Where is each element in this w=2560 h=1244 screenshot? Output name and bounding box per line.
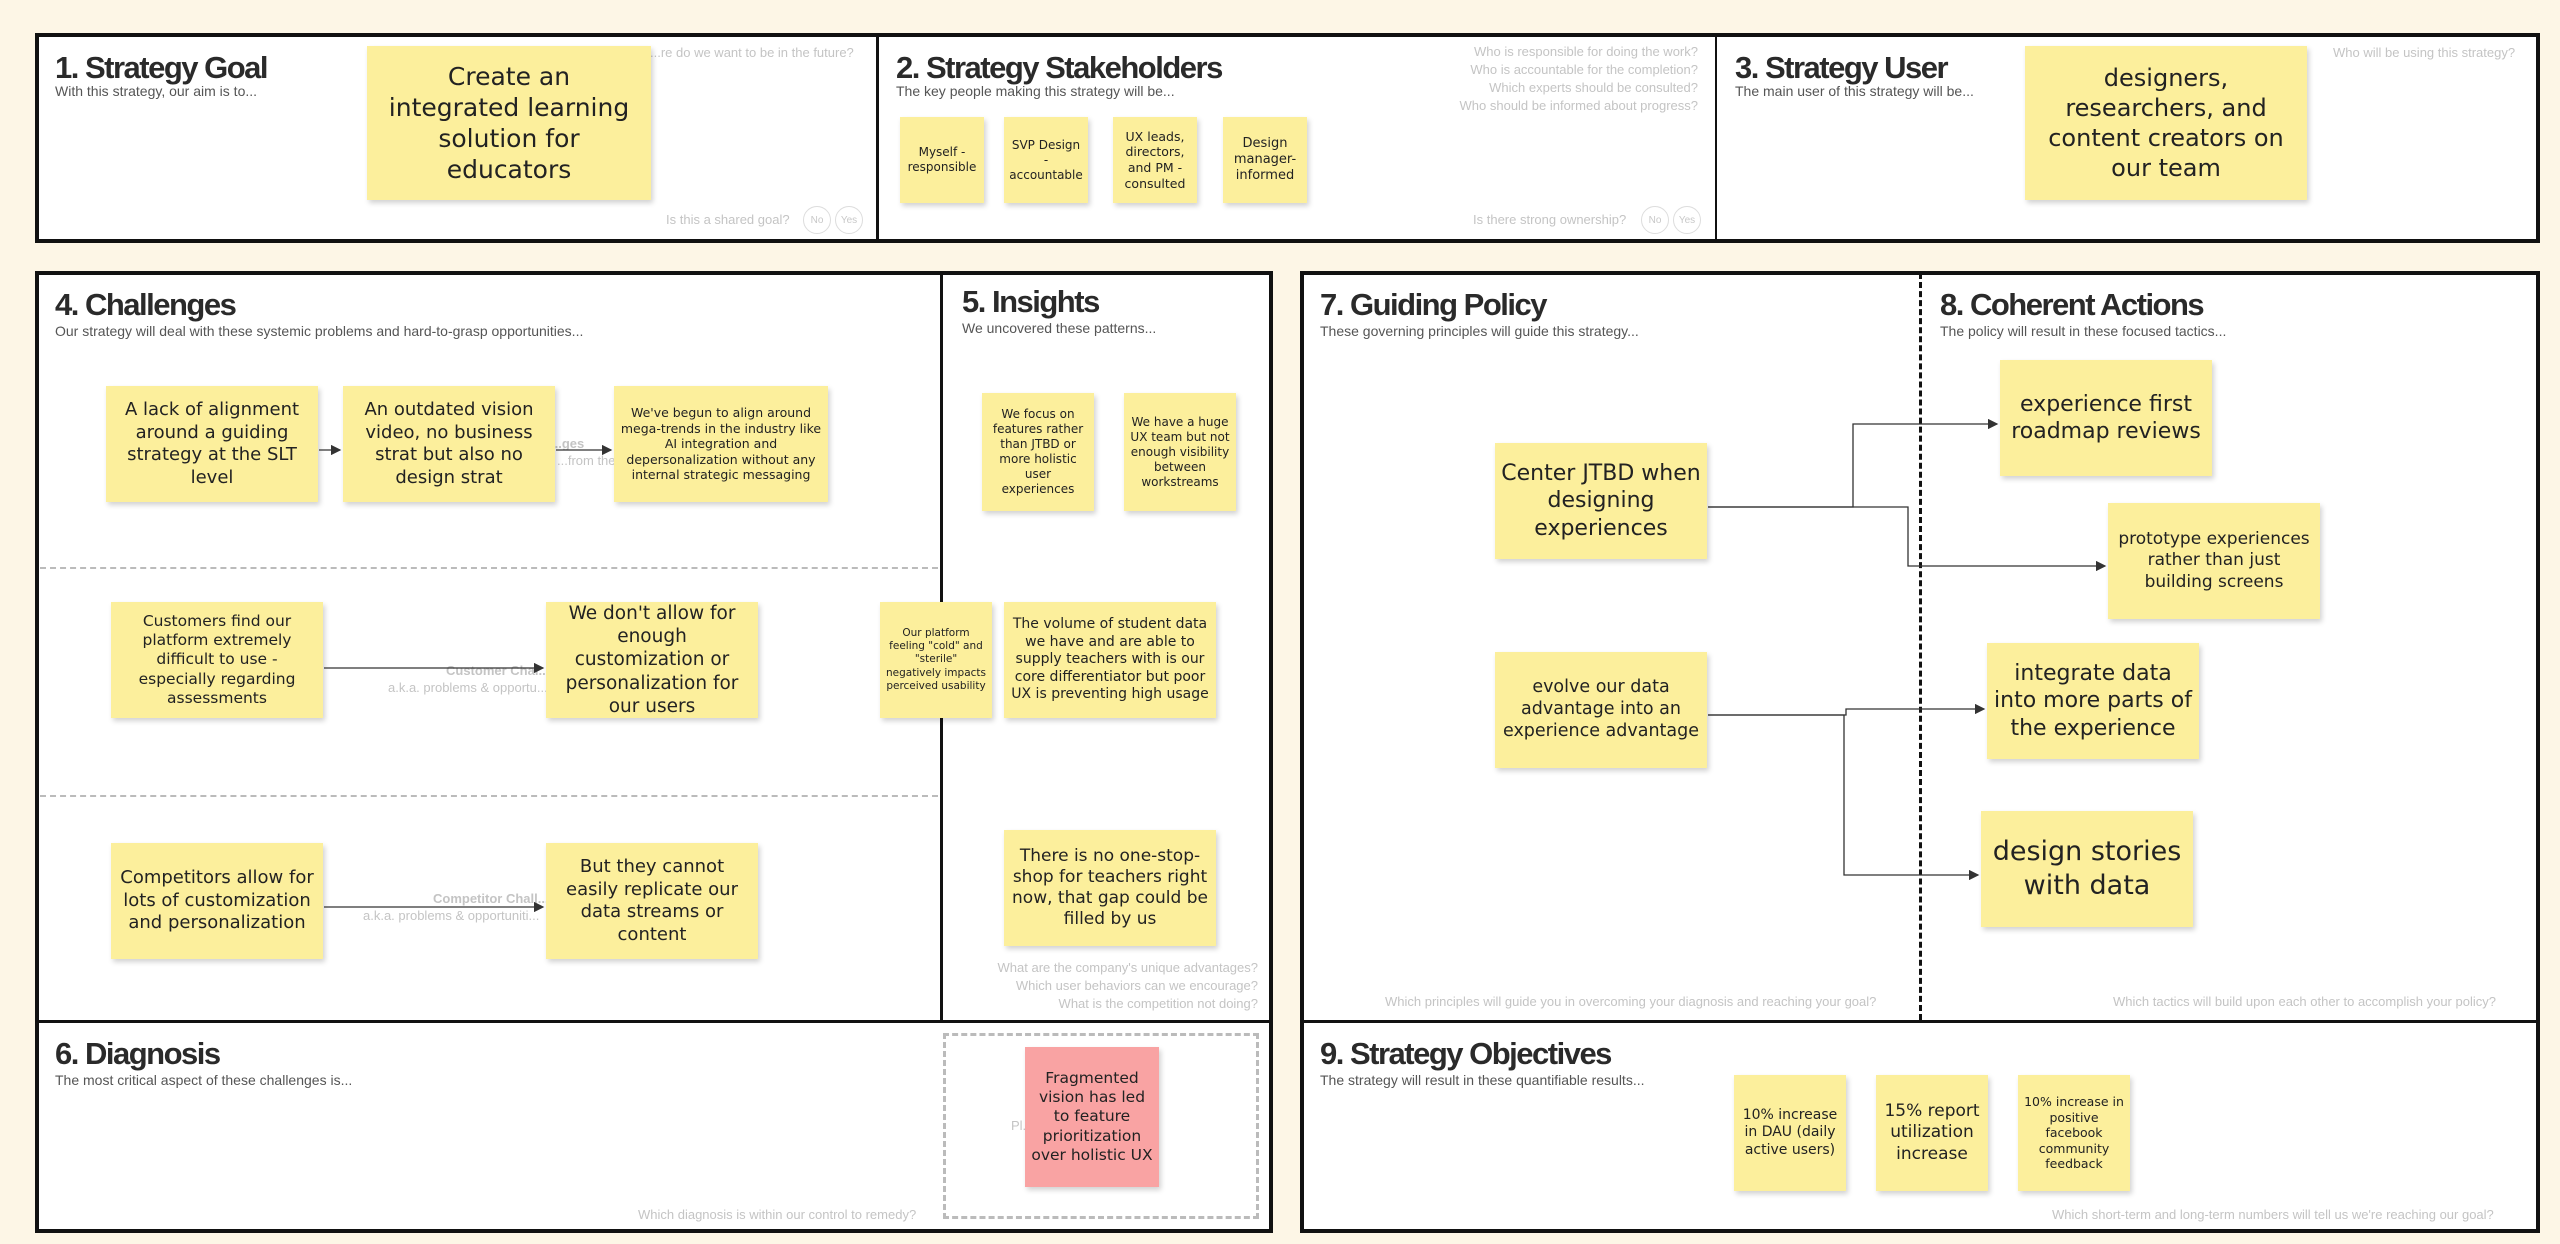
sticky-stakeholder-responsible[interactable]: Myself - responsible [900,117,984,203]
diagnosis-hint-bottom: Which diagnosis is within our control to… [638,1207,917,1222]
user-subtitle: The main user of this strategy will be..… [1735,83,1974,99]
goal-hint-bottom: Is this a shared goal? [666,212,790,227]
challenge-row-divider-2 [40,795,938,797]
divider-objectives [1302,1020,2538,1023]
challenge-row-label-3: Competitor Chall... [433,891,549,906]
stakeholders-title: 2. Strategy Stakeholders [896,50,1223,85]
sticky-insight-one-stop-shop[interactable]: There is no one-stop-shop for teachers r… [1004,830,1216,946]
insights-title: 5. Insights [962,284,1100,319]
sticky-insight-cold-sterile[interactable]: Our platform feeling "cold" and "sterile… [880,602,992,718]
diagnosis-title: 6. Diagnosis [55,1036,221,1071]
sticky-action-integrate-data[interactable]: integrate data into more parts of the ex… [1987,643,2199,759]
objectives-subtitle: The strategy will result in these quanti… [1320,1072,1645,1088]
sticky-objective-dau[interactable]: 10% increase in DAU (daily active users) [1734,1075,1846,1191]
diagnosis-placeholder-box[interactable] [943,1033,1259,1219]
sticky-objective-facebook[interactable]: 10% increase in positive facebook commun… [2018,1075,2130,1191]
sticky-challenge-customization[interactable]: We don't allow for enough customization … [546,602,758,718]
goal-title: 1. Strategy Goal [55,50,269,85]
insights-hint-3: What is the competition not doing? [1058,996,1258,1011]
sticky-goal[interactable]: Create an integrated learning solution f… [367,46,651,200]
sticky-insight-features[interactable]: We focus on features rather than JTBD or… [982,393,1094,511]
challenge-row-label-2: Customer Chal... [446,663,550,678]
sticky-challenge-mega-trends[interactable]: We've begun to align around mega-trends … [614,386,828,502]
actions-hint-bottom: Which tactics will build upon each other… [2113,994,2496,1009]
sticky-policy-jtbd[interactable]: Center JTBD when designing experiences [1495,443,1707,559]
sticky-action-roadmap-reviews[interactable]: experience first roadmap reviews [2000,360,2212,476]
insights-hint-2: Which user behaviors can we encourage? [1015,978,1258,993]
challenges-subtitle: Our strategy will deal with these system… [55,323,584,339]
sticky-insight-student-data[interactable]: The volume of student data we have and a… [1004,602,1216,718]
sticky-stakeholder-accountable[interactable]: SVP Design - accountable [1004,117,1088,203]
stakeholders-hint-2: Who is accountable for the completion? [1470,62,1698,77]
sticky-action-design-stories[interactable]: design stories with data [1981,811,2193,927]
sticky-stakeholder-consulted[interactable]: UX leads, directors, and PM - consulted [1113,117,1197,203]
sticky-user[interactable]: designers, researchers, and content crea… [2025,46,2307,200]
stakeholders-yes-toggle[interactable]: Yes [1673,206,1701,234]
objectives-title: 9. Strategy Objectives [1320,1036,1612,1071]
insights-hint-1: What are the company's unique advantages… [997,960,1258,975]
sticky-challenge-alignment[interactable]: A lack of alignment around a guiding str… [106,386,318,502]
sticky-stakeholder-informed[interactable]: Design manager- informed [1223,117,1307,203]
sticky-challenge-difficult-platform[interactable]: Customers find our platform extremely di… [111,602,323,718]
stakeholders-subtitle: The key people making this strategy will… [896,83,1175,99]
divider-stakeholders-user [1715,35,1717,241]
sticky-insight-visibility[interactable]: We have a huge UX team but not enough vi… [1124,393,1236,511]
sticky-policy-data-advantage[interactable]: evolve our data advantage into an experi… [1495,652,1707,768]
goal-no-toggle[interactable]: No [803,206,831,234]
divider-diagnosis [37,1020,1271,1023]
stakeholders-hint-bottom: Is there strong ownership? [1473,212,1627,227]
challenge-row-sub-3: a.k.a. problems & opportuniti... [363,908,540,923]
divider-policy-actions [1919,273,1922,1020]
challenge-row-sub-2: a.k.a. problems & opportu... [388,680,548,695]
goal-yes-toggle[interactable]: Yes [835,206,863,234]
stakeholders-no-toggle[interactable]: No [1641,206,1669,234]
stakeholders-hint-1: Who is responsible for doing the work? [1473,44,1698,59]
sticky-challenge-data-streams[interactable]: But they cannot easily replicate our dat… [546,843,758,959]
goal-hint-top: ...re do we want to be in the future? [650,45,854,60]
sticky-objective-utilization[interactable]: 15% report utilization increase [1876,1075,1988,1191]
sticky-challenge-vision-video[interactable]: An outdated vision video, no business st… [343,386,555,502]
goal-subtitle: With this strategy, our aim is to... [55,83,258,99]
policy-title: 7. Guiding Policy [1320,287,1547,322]
divider-goal-stakeholders [876,35,879,241]
actions-subtitle: The policy will result in these focused … [1940,323,2227,339]
policy-hint-bottom: Which principles will guide you in overc… [1385,994,1877,1009]
diagnosis-subtitle: The most critical aspect of these challe… [55,1072,353,1088]
stakeholders-hint-3: Which experts should be consulted? [1489,80,1698,95]
user-hint-top: Who will be using this strategy? [2333,45,2516,60]
challenge-row-label-1: ...ges [551,436,585,451]
challenges-title: 4. Challenges [55,287,237,322]
actions-title: 8. Coherent Actions [1940,287,2205,322]
sticky-challenge-competitors[interactable]: Competitors allow for lots of customizat… [111,843,323,959]
objectives-hint-bottom: Which short-term and long-term numbers w… [2052,1207,2494,1222]
sticky-diagnosis[interactable]: Fragmented vision has led to feature pri… [1025,1047,1159,1187]
user-title: 3. Strategy User [1735,50,1949,85]
policy-subtitle: These governing principles will guide th… [1320,323,1639,339]
stakeholders-hint-4: Who should be informed about progress? [1459,98,1698,113]
sticky-action-prototype[interactable]: prototype experiences rather than just b… [2108,503,2320,619]
insights-subtitle: We uncovered these patterns... [962,320,1157,336]
challenge-row-divider-1 [40,567,938,569]
